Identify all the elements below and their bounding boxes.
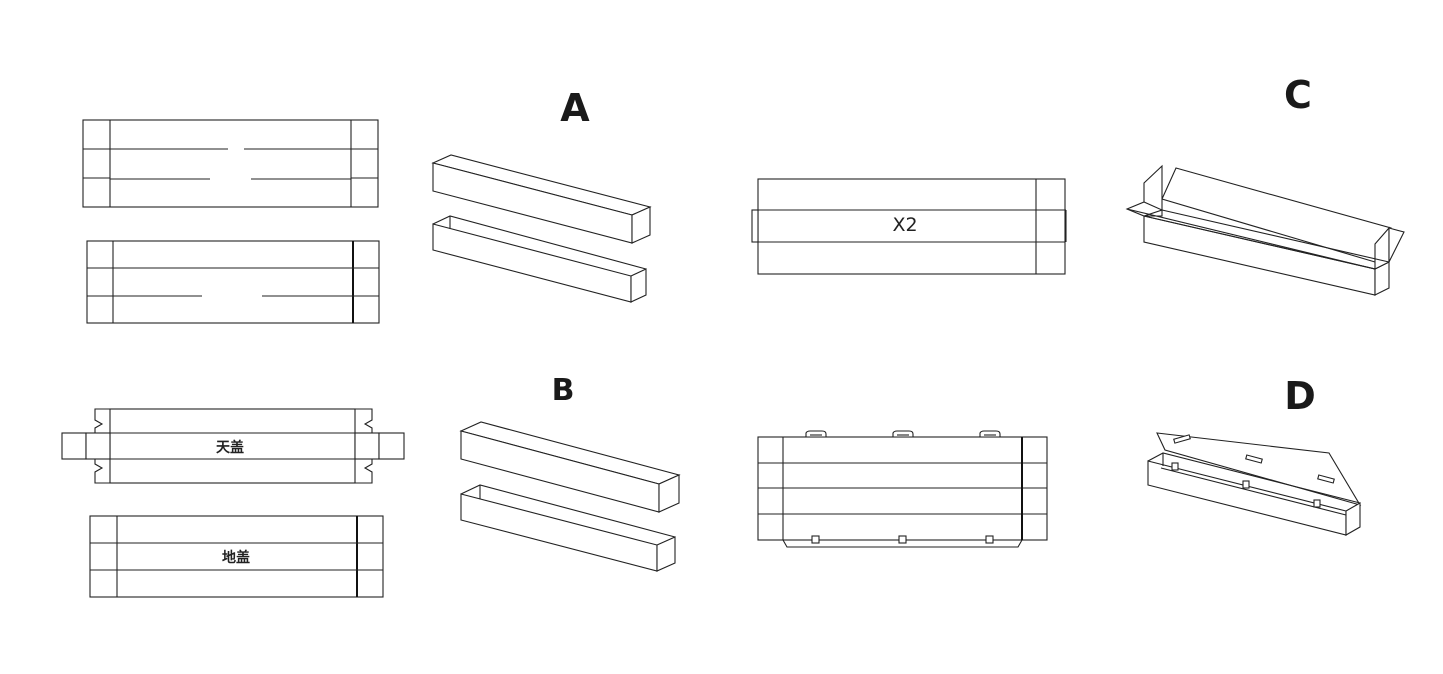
dieline-b-top-lid: 天盖 — [61, 408, 405, 484]
dieline-d — [757, 430, 1048, 548]
label-c: C — [1284, 73, 1312, 117]
bottom-base-label: 地盖 — [222, 549, 250, 566]
box-d-open — [1147, 432, 1362, 536]
dieline-b-bottom-base: 地盖 — [89, 515, 384, 598]
box-b-base — [460, 484, 676, 572]
dieline-a-top — [82, 119, 379, 208]
dieline-a-bottom — [86, 240, 380, 324]
box-a-base — [432, 215, 647, 303]
label-b: B — [552, 373, 575, 408]
top-lid-label: 天盖 — [216, 439, 244, 456]
label-d: D — [1284, 374, 1316, 418]
label-a: A — [560, 86, 590, 130]
dieline-c: X2 — [751, 178, 1067, 275]
quantity-label: X2 — [892, 214, 917, 236]
box-b-lid — [459, 421, 681, 513]
box-a-lid — [431, 154, 652, 244]
box-c-open — [1125, 164, 1405, 296]
